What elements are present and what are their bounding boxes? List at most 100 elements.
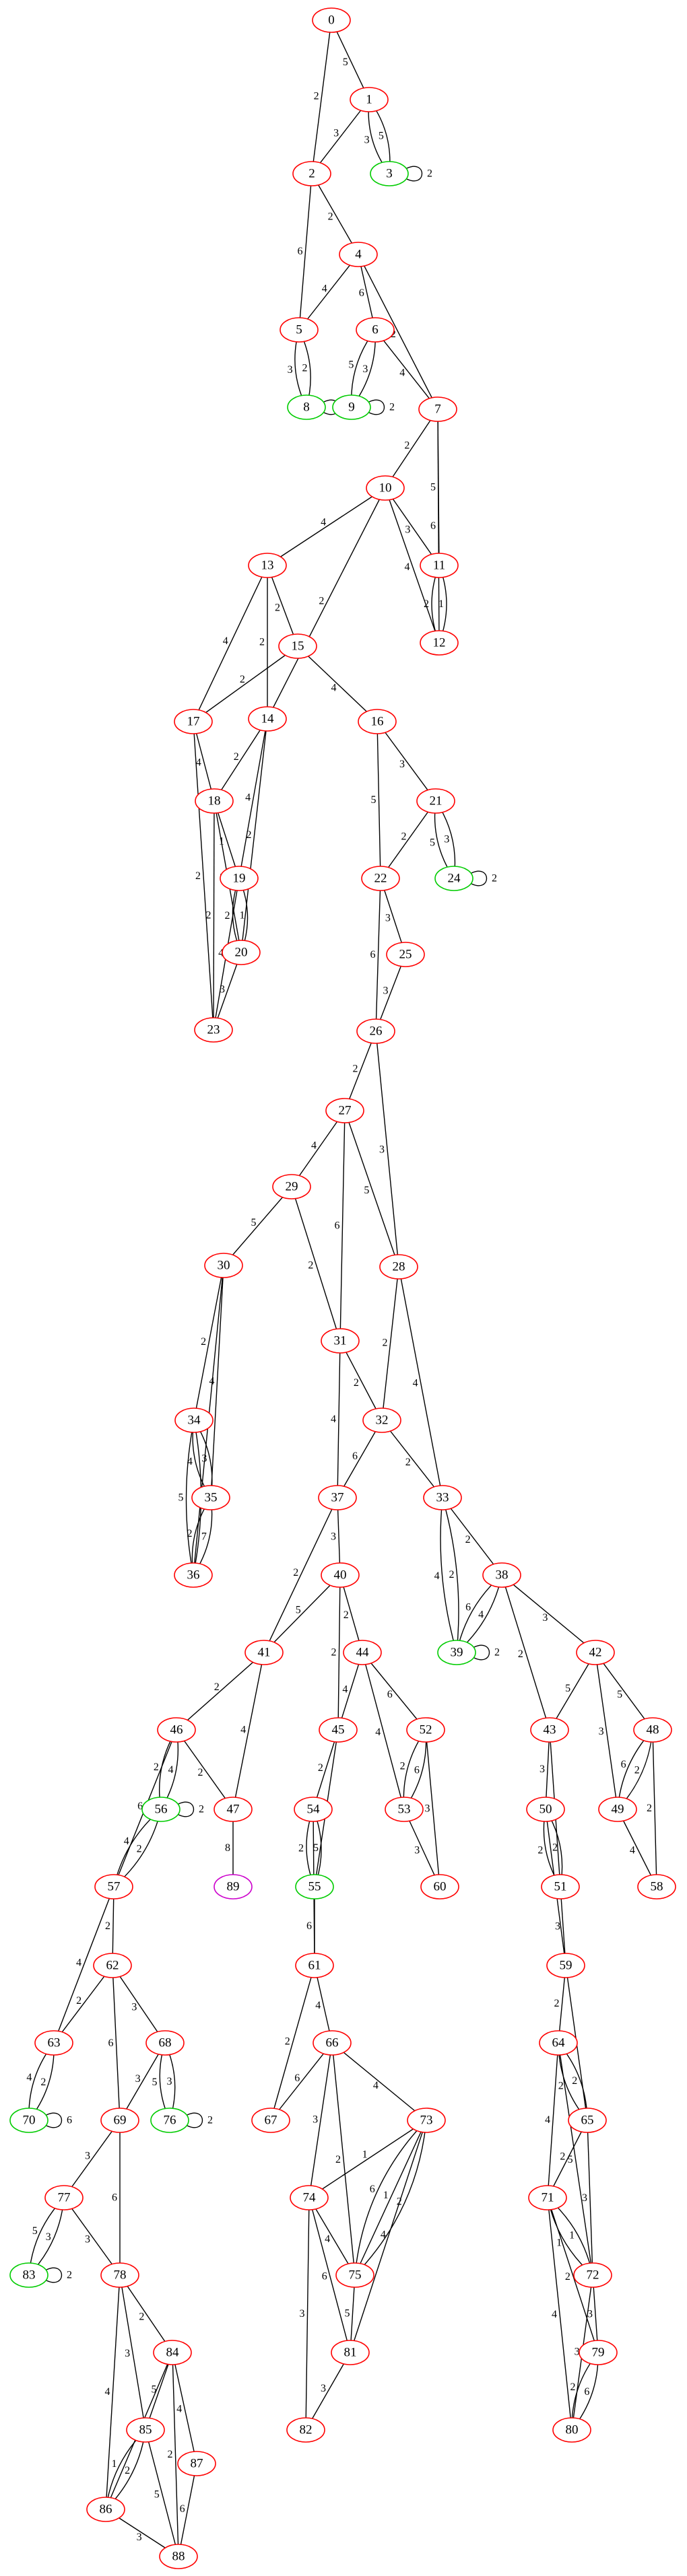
graph-node-24[interactable]: 24 — [434, 866, 473, 891]
graph-node-63[interactable]: 63 — [34, 2030, 73, 2056]
graph-node-86[interactable]: 86 — [86, 2497, 125, 2522]
graph-node-7[interactable]: 7 — [418, 396, 457, 422]
graph-node-4[interactable]: 4 — [339, 242, 378, 267]
graph-node-35[interactable]: 35 — [191, 1485, 230, 1510]
graph-node-54[interactable]: 54 — [294, 1797, 333, 1822]
graph-node-83[interactable]: 83 — [9, 2262, 48, 2288]
graph-node-47[interactable]: 47 — [214, 1797, 253, 1822]
graph-node-64[interactable]: 64 — [539, 2030, 578, 2056]
graph-node-0[interactable]: 0 — [312, 7, 351, 33]
graph-node-77[interactable]: 77 — [44, 2185, 84, 2211]
graph-node-28[interactable]: 28 — [379, 1254, 418, 1280]
graph-node-26[interactable]: 26 — [356, 1018, 395, 1044]
graph-node-22[interactable]: 22 — [361, 866, 400, 891]
graph-node-36[interactable]: 36 — [174, 1562, 213, 1588]
graph-node-18[interactable]: 18 — [195, 788, 234, 814]
graph-node-67[interactable]: 67 — [251, 2108, 290, 2133]
graph-node-85[interactable]: 85 — [126, 2417, 165, 2443]
graph-node-16[interactable]: 16 — [358, 709, 397, 734]
graph-node-80[interactable]: 80 — [552, 2417, 591, 2443]
graph-node-49[interactable]: 49 — [598, 1797, 637, 1822]
graph-node-34[interactable]: 34 — [174, 1407, 214, 1433]
graph-node-11[interactable]: 11 — [420, 553, 459, 578]
node-label: 73 — [420, 2114, 433, 2128]
graph-node-40[interactable]: 40 — [321, 1562, 360, 1588]
edge-weight-label: 3 — [333, 128, 339, 139]
graph-node-2[interactable]: 2 — [292, 161, 331, 186]
graph-node-9[interactable]: 9 — [332, 394, 371, 420]
graph-node-74[interactable]: 74 — [290, 2185, 329, 2211]
graph-node-75[interactable]: 75 — [335, 2262, 374, 2288]
graph-node-57[interactable]: 57 — [94, 1874, 133, 1900]
graph-node-73[interactable]: 73 — [407, 2108, 446, 2133]
graph-node-15[interactable]: 15 — [278, 633, 317, 659]
graph-node-61[interactable]: 61 — [295, 1953, 334, 1978]
graph-node-87[interactable]: 87 — [177, 2451, 216, 2476]
graph-node-65[interactable]: 65 — [568, 2108, 607, 2133]
graph-node-17[interactable]: 17 — [174, 709, 213, 734]
graph-node-6[interactable]: 6 — [356, 317, 395, 343]
node-label: 85 — [139, 2423, 152, 2437]
graph-node-21[interactable]: 21 — [416, 788, 455, 814]
graph-node-10[interactable]: 10 — [366, 475, 405, 501]
graph-node-25[interactable]: 25 — [386, 942, 425, 967]
graph-node-53[interactable]: 53 — [385, 1797, 424, 1822]
graph-node-33[interactable]: 33 — [423, 1485, 462, 1510]
graph-node-41[interactable]: 41 — [244, 1640, 284, 1665]
graph-node-71[interactable]: 71 — [528, 2185, 567, 2211]
graph-node-52[interactable]: 52 — [406, 1717, 445, 1743]
graph-node-79[interactable]: 79 — [579, 2340, 618, 2365]
graph-node-84[interactable]: 84 — [153, 2340, 192, 2365]
graph-node-51[interactable]: 51 — [541, 1874, 580, 1900]
graph-node-31[interactable]: 31 — [321, 1328, 360, 1354]
edge-weight-label: 4 — [545, 2114, 550, 2126]
graph-edge — [119, 2274, 173, 2353]
graph-node-45[interactable]: 45 — [319, 1717, 358, 1743]
graph-node-43[interactable]: 43 — [530, 1717, 569, 1743]
graph-node-68[interactable]: 68 — [145, 2030, 185, 2056]
graph-node-32[interactable]: 32 — [362, 1407, 401, 1433]
graph-node-78[interactable]: 78 — [100, 2262, 139, 2288]
graph-node-50[interactable]: 50 — [526, 1797, 565, 1822]
graph-node-88[interactable]: 88 — [159, 2544, 198, 2569]
graph-node-89[interactable]: 89 — [214, 1874, 253, 1900]
node-ellipse — [416, 788, 455, 814]
graph-node-44[interactable]: 44 — [343, 1640, 382, 1665]
graph-node-60[interactable]: 60 — [420, 1874, 459, 1900]
graph-node-70[interactable]: 70 — [9, 2108, 48, 2133]
graph-node-13[interactable]: 13 — [248, 553, 287, 578]
node-ellipse — [295, 1874, 334, 1900]
graph-node-14[interactable]: 14 — [248, 706, 287, 732]
graph-node-69[interactable]: 69 — [100, 2108, 139, 2133]
graph-node-56[interactable]: 56 — [141, 1797, 181, 1822]
graph-node-46[interactable]: 46 — [157, 1717, 196, 1743]
graph-node-66[interactable]: 66 — [313, 2030, 352, 2056]
graph-node-82[interactable]: 82 — [286, 2417, 325, 2443]
edge-weight-label: 5 — [348, 359, 354, 370]
graph-node-20[interactable]: 20 — [222, 940, 261, 965]
graph-node-5[interactable]: 5 — [280, 317, 319, 343]
graph-node-30[interactable]: 30 — [204, 1253, 243, 1278]
node-label: 87 — [191, 2457, 203, 2471]
graph-node-42[interactable]: 42 — [576, 1640, 615, 1665]
graph-node-62[interactable]: 62 — [93, 1953, 132, 1978]
graph-node-1[interactable]: 1 — [350, 87, 389, 112]
graph-node-8[interactable]: 8 — [287, 394, 326, 420]
graph-node-55[interactable]: 55 — [295, 1874, 334, 1900]
graph-node-29[interactable]: 29 — [272, 1174, 311, 1199]
graph-node-3[interactable]: 3 — [370, 161, 409, 186]
graph-node-59[interactable]: 59 — [546, 1953, 585, 1978]
graph-node-23[interactable]: 23 — [194, 1017, 233, 1043]
node-label: 0 — [328, 13, 335, 28]
graph-node-27[interactable]: 27 — [325, 1098, 364, 1123]
graph-node-37[interactable]: 37 — [318, 1485, 357, 1510]
graph-node-72[interactable]: 72 — [573, 2262, 612, 2288]
graph-node-39[interactable]: 39 — [437, 1640, 476, 1665]
graph-node-48[interactable]: 48 — [633, 1717, 672, 1743]
graph-node-81[interactable]: 81 — [331, 2340, 370, 2365]
graph-node-58[interactable]: 58 — [637, 1874, 676, 1900]
graph-node-76[interactable]: 76 — [150, 2108, 189, 2133]
graph-node-38[interactable]: 38 — [482, 1562, 521, 1588]
graph-node-12[interactable]: 12 — [420, 630, 459, 656]
graph-node-19[interactable]: 19 — [220, 866, 259, 891]
